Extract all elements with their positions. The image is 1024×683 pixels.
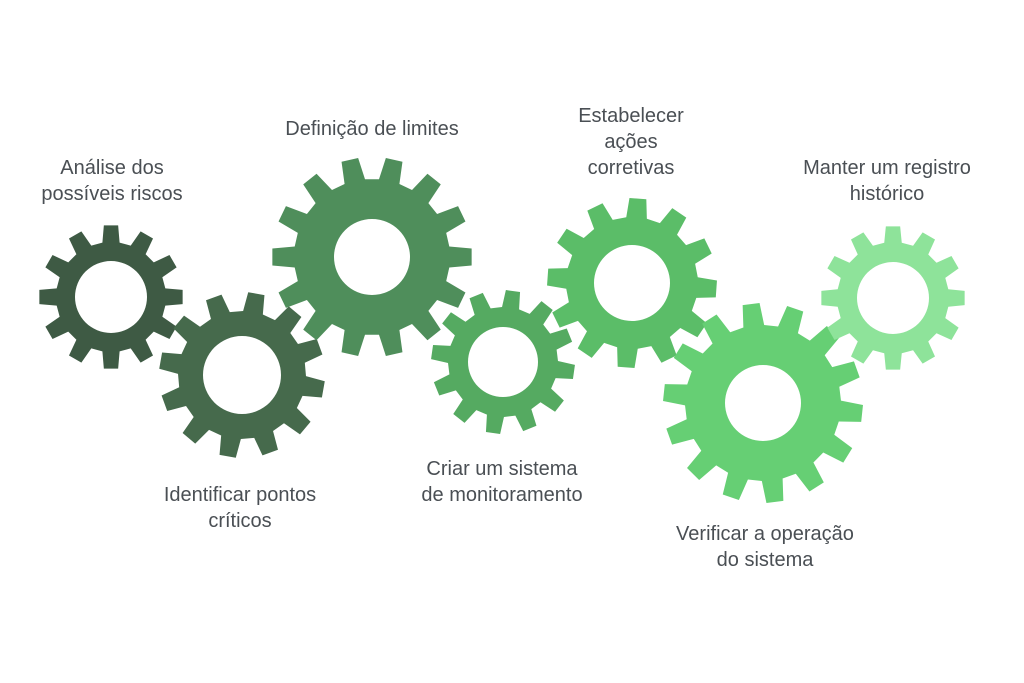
step-label-1: Análise dos possíveis riscos: [41, 157, 183, 205]
gear-icon-4: [431, 290, 575, 434]
gear-icon-1: [39, 225, 183, 369]
gear-icon-2: [159, 292, 325, 458]
gear-icon-7: [821, 226, 965, 370]
step-label-5: Estabelecer ações corretivas: [578, 105, 684, 179]
step-label-7: Manter um registro histórico: [803, 157, 971, 205]
gear-icon-5: [547, 198, 717, 368]
step-label-2: Identificar pontos críticos: [163, 484, 317, 532]
step-label-6: Verificar a operação do sistema: [676, 523, 854, 571]
step-label-4: Criar um sistema de monitoramento: [421, 458, 583, 506]
gear-icon-3: [272, 157, 472, 357]
step-label-3: Definição de limites: [285, 118, 459, 140]
gear-icon-6: [663, 303, 863, 503]
